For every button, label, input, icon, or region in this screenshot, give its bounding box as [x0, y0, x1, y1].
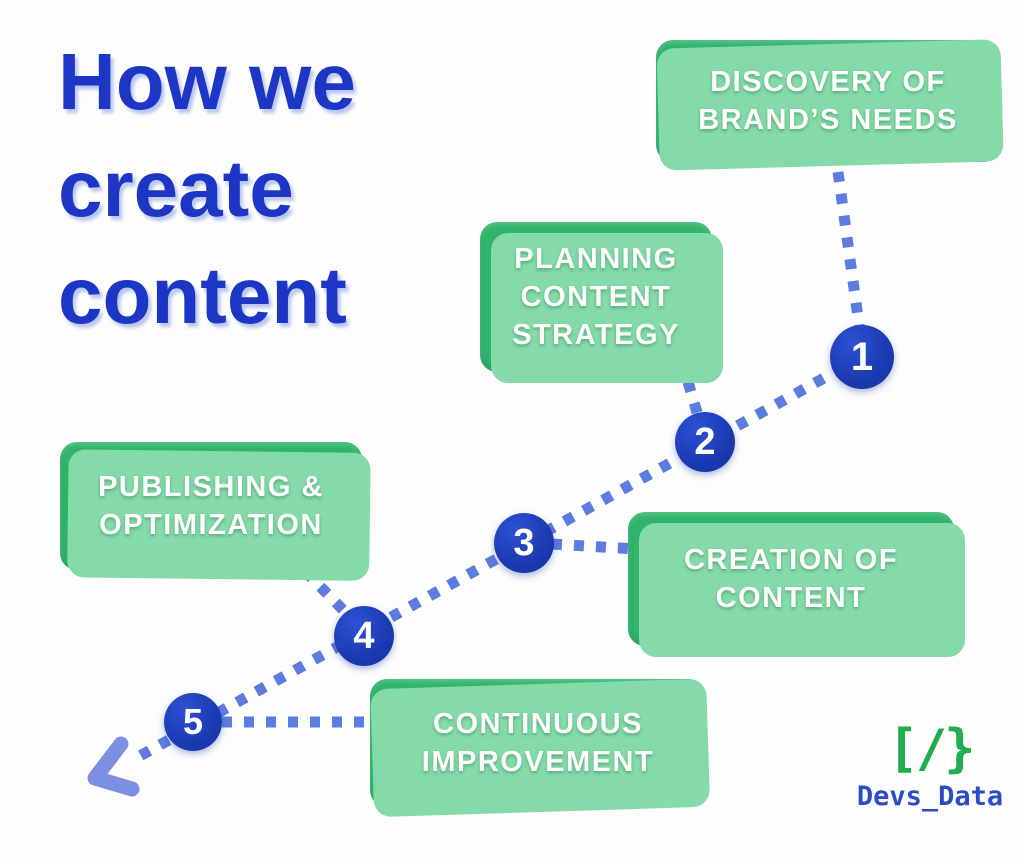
devsdata-logo-text: Devs_Data: [856, 780, 1004, 812]
code-brackets-icon: [/}: [887, 719, 976, 779]
title-line: create: [58, 144, 294, 234]
step-number: 4: [353, 614, 375, 657]
step-box-label: PUBLISHING & OPTIMIZATION: [98, 470, 324, 541]
step-box-label: DISCOVERY OF BRAND’S NEEDS: [698, 65, 958, 136]
devsdata-logo: [/} Devs_Data: [848, 722, 1012, 812]
step-badge-2: 2: [675, 412, 735, 472]
step-badge-5: 5: [164, 693, 222, 751]
step-box-label: CONTINUOUS IMPROVEMENT: [421, 707, 655, 778]
step-number: 5: [182, 701, 204, 742]
page-title: How we create content: [58, 28, 356, 350]
arrowhead-icon: [87, 736, 140, 797]
step-box-creation: CREATION OF CONTENT: [628, 512, 954, 646]
main-dotted-line: [135, 352, 865, 762]
step-box-continuous: CONTINUOUS IMPROVEMENT: [370, 679, 706, 807]
connector-planning-line: [682, 380, 707, 428]
step-badge-4: 4: [334, 606, 394, 666]
connector-creation-line: [551, 538, 637, 555]
step-number: 2: [694, 420, 716, 463]
step-badge-1: 1: [830, 325, 894, 389]
step-box-publishing: PUBLISHING & OPTIMIZATION: [60, 442, 362, 570]
title-line: content: [58, 251, 347, 341]
step-box-label: CREATION OF CONTENT: [683, 543, 899, 614]
step-number: 3: [513, 521, 535, 564]
step-box-planning: PLANNING CONTENT STRATEGY: [480, 222, 712, 372]
step-box-label: PLANNING CONTENT STRATEGY: [512, 242, 680, 352]
connector-publishing-line: [301, 567, 352, 619]
title-line: How we: [58, 37, 356, 126]
step-number: 1: [850, 334, 874, 379]
connector-discovery-line: [832, 171, 866, 333]
step-badge-3: 3: [494, 513, 554, 573]
step-box-discovery: DISCOVERY OF BRAND’S NEEDS: [656, 40, 1000, 162]
